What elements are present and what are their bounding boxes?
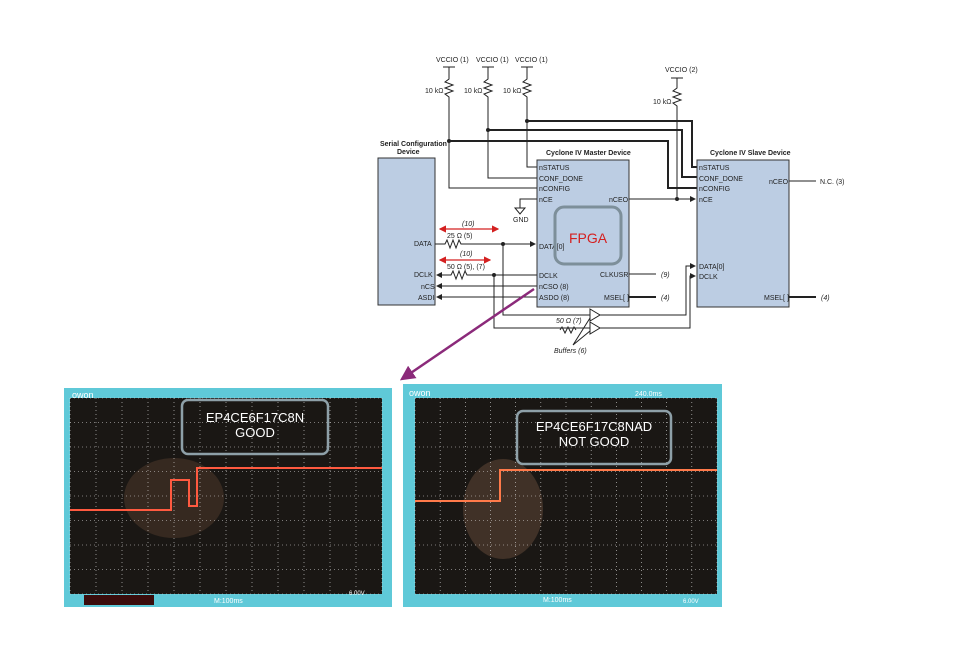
time-base: M:100ms	[543, 597, 572, 604]
trigger-level: 6.00V	[683, 599, 699, 605]
serial-configuration-device	[377, 157, 436, 306]
gnd-label: GND	[513, 217, 529, 224]
buffers-label: Buffers (6)	[554, 348, 587, 355]
pin-msel: MSEL[ ]	[764, 295, 789, 302]
pin-msel: MSEL[ ]	[604, 295, 629, 302]
pointer-arrow	[399, 287, 535, 381]
nc-label: N.C. (3)	[820, 179, 845, 186]
vccio-label: VCCIO (1)	[515, 57, 548, 64]
r25-label: 25 Ω (5)	[447, 233, 472, 240]
pin-nce: nCE	[539, 197, 553, 204]
cyclone-iv-master-device	[536, 159, 630, 308]
part-number-label: EP4CE6F17C8N	[206, 410, 304, 425]
vccio-label: VCCIO (1)	[436, 57, 469, 64]
pin-nce: nCE	[699, 197, 713, 204]
resistor-label: 10 kΩ	[503, 88, 521, 95]
trigger-position: 240.0ms	[635, 391, 662, 398]
scope-brand: owon	[72, 390, 94, 400]
pin-asdo: ASDO (8)	[539, 295, 569, 302]
vccio-pullup-1: VCCIO (1) 10 kΩ	[425, 57, 469, 109]
vccio-pullup-4: VCCIO (2) 10 kΩ	[653, 67, 698, 116]
pin-nceo: nCEO	[609, 197, 629, 204]
msel-note-slave: (4)	[821, 295, 830, 302]
resistor-label: 10 kΩ	[653, 99, 671, 106]
pin-ncs: nCS	[421, 284, 435, 291]
slave-title: Cyclone IV Slave Device	[710, 150, 791, 157]
clkusr-note: (9)	[661, 272, 670, 279]
scope-brand: owon	[409, 388, 431, 398]
fpga-highlight	[553, 205, 623, 266]
signal-trace	[70, 467, 382, 511]
pin-nstatus: nSTATUS	[539, 165, 570, 172]
vccio-pullup-3: VCCIO (1) 10 kΩ	[503, 57, 548, 109]
pin-nceo: nCEO	[769, 179, 789, 186]
serial-device-title: Serial Configuration	[380, 141, 447, 148]
pin-asdi: ASDI	[418, 295, 434, 302]
part-number-label: EP4CE6F17C8NAD	[536, 419, 652, 434]
msel-note-master: (4)	[661, 295, 670, 302]
status-label: GOOD	[235, 425, 275, 440]
resistor-label: 10 kΩ	[425, 88, 443, 95]
vccio-pullup-2: VCCIO (1) 10 kΩ	[464, 57, 509, 109]
signal-trace	[415, 469, 717, 502]
trace-note-2: (10)	[460, 251, 472, 258]
resistor-label: 10 kΩ	[464, 88, 482, 95]
pin-data0: DATA[0]	[699, 264, 724, 271]
master-title: Cyclone IV Master Device	[546, 150, 631, 157]
pin-nstatus: nSTATUS	[699, 165, 730, 172]
pin-clkusr: CLKUSR	[600, 272, 628, 279]
cyclone-iv-slave-device	[696, 159, 790, 308]
pin-nconfig: nCONFIG	[699, 186, 730, 193]
scope-photo-not-good: owon 240.0ms EP4CE6F17C8NAD NOT GOOD M:1…	[403, 384, 722, 607]
pin-ncso: nCSO (8)	[539, 284, 569, 291]
pin-conf-done: CONF_DONE	[539, 176, 583, 183]
fpga-label: FPGA	[569, 230, 608, 246]
vccio-label: VCCIO (1)	[476, 57, 509, 64]
trigger-level: 6.00V	[349, 591, 365, 597]
label-box	[515, 409, 673, 466]
time-base: M:100ms	[214, 598, 243, 605]
status-label: NOT GOOD	[559, 434, 630, 449]
serial-device-title-2: Device	[397, 149, 420, 156]
pin-dclk: DCLK	[699, 274, 718, 281]
scope-photo-good: owon EP4CE6F17C8N GOOD M:100ms 6.00V	[64, 388, 392, 607]
pin-nconfig: nCONFIG	[539, 186, 570, 193]
pin-data: DATA	[414, 241, 432, 248]
pin-dclk: DCLK	[539, 273, 558, 280]
r50-buffer-label: 50 Ω (7)	[556, 318, 582, 325]
r50-label: 50 Ω (5), (7)	[447, 264, 485, 271]
vccio-label: VCCIO (2)	[665, 67, 698, 74]
pin-dclk: DCLK	[414, 272, 433, 279]
label-box	[180, 398, 330, 456]
pin-conf-done: CONF_DONE	[699, 176, 743, 183]
pin-data0: DATA[0]	[539, 244, 564, 251]
trace-note-1: (10)	[462, 221, 474, 228]
